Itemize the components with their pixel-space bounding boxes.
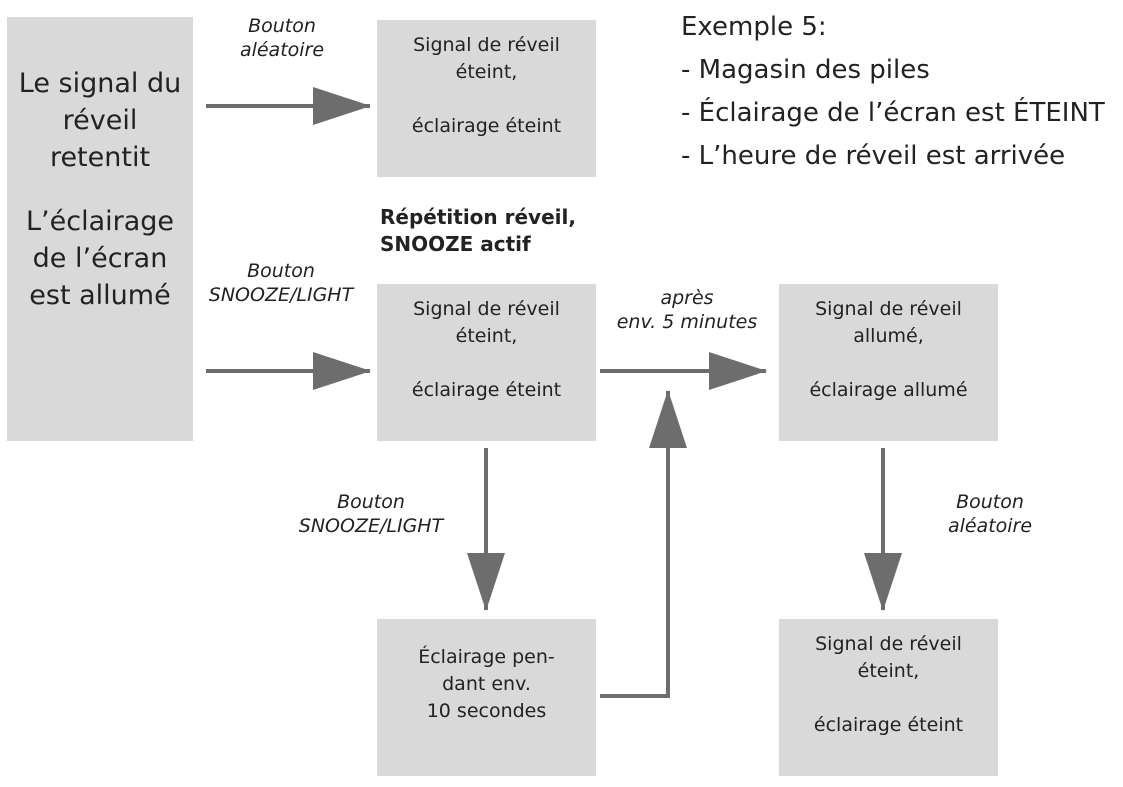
spacer xyxy=(377,86,596,113)
example-item: - Magasin des piles xyxy=(681,55,930,85)
light-10s-box: Éclairage pen- dant env. 10 secondes xyxy=(377,619,596,776)
spacer xyxy=(377,350,596,377)
box-text: éteint, xyxy=(455,325,518,347)
box-text: allumé, xyxy=(853,325,924,347)
box-text: L’éclairage xyxy=(25,206,175,237)
example-info: Exemple 5: - Magasin des piles - Éclaira… xyxy=(681,6,1105,178)
label-text: SNOOZE actif xyxy=(380,232,531,256)
box-text: éclairage éteint xyxy=(411,115,562,137)
box-text: 10 secondes xyxy=(426,700,547,722)
spacer xyxy=(7,176,193,203)
snooze-state-box: Signal de réveil éteint, éclairage étein… xyxy=(377,284,596,441)
spacer xyxy=(779,350,998,377)
example-title: Exemple 5: xyxy=(681,12,827,42)
box-text: Signal de réveil xyxy=(815,298,962,320)
alarm-off-box-top: Signal de réveil éteint, éclairage étein… xyxy=(377,20,596,177)
label-text: Bouton xyxy=(247,260,315,282)
box-text: réveil xyxy=(62,105,138,136)
alarm-off-box-bottom: Signal de réveil éteint, éclairage étein… xyxy=(779,619,998,776)
label-snooze-light-down: Bouton SNOOZE/LIGHT xyxy=(286,490,456,538)
box-text: Le signal du xyxy=(18,68,182,99)
box-text: éclairage éteint xyxy=(813,714,964,736)
box-text: dant env. xyxy=(442,673,531,695)
box-text: est allumé xyxy=(29,280,171,311)
label-text: Bouton xyxy=(248,15,316,37)
label-text: Répétition réveil, xyxy=(380,205,576,229)
label-text: SNOOZE/LIGHT xyxy=(298,515,444,537)
box-text: Éclairage pen- xyxy=(418,646,555,668)
alarm-on-box: Signal de réveil allumé, éclairage allum… xyxy=(779,284,998,441)
label-text: aléatoire xyxy=(239,39,325,61)
label-text: aléatoire xyxy=(947,515,1033,537)
spacer xyxy=(779,685,998,712)
label-text: SNOOZE/LIGHT xyxy=(208,284,354,306)
arrow-head-up xyxy=(649,390,687,448)
arrow-light-to-merge xyxy=(600,391,670,698)
label-text: après xyxy=(660,287,714,309)
box-text: éteint, xyxy=(857,660,920,682)
label-text: Bouton xyxy=(337,491,405,513)
box-text: retentit xyxy=(49,142,151,173)
start-state-box: Le signal du réveil retentit L’éclairage… xyxy=(7,17,193,441)
box-text: Signal de réveil xyxy=(413,34,560,56)
label-random-button-bottom: Bouton aléatoire xyxy=(930,490,1050,538)
box-text: Signal de réveil xyxy=(413,298,560,320)
box-text: de l’écran xyxy=(32,243,168,274)
label-after-5min: après env. 5 minutes xyxy=(602,286,772,334)
label-text: Bouton xyxy=(956,491,1024,513)
example-item: - Éclairage de l’écran est ÉTEINT xyxy=(681,98,1105,128)
box-text: éclairage éteint xyxy=(411,379,562,401)
label-snooze-light-mid: Bouton SNOOZE/LIGHT xyxy=(196,259,366,307)
example-item: - L’heure de réveil est arrivée xyxy=(681,141,1066,171)
box-text: Signal de réveil xyxy=(815,633,962,655)
box-text: éclairage allumé xyxy=(809,379,968,401)
label-text: env. 5 minutes xyxy=(616,311,758,333)
repeat-snooze-label: Répétition réveil, SNOOZE actif xyxy=(380,204,576,258)
label-random-button-top: Bouton aléatoire xyxy=(222,14,342,62)
box-text: éteint, xyxy=(455,61,518,83)
